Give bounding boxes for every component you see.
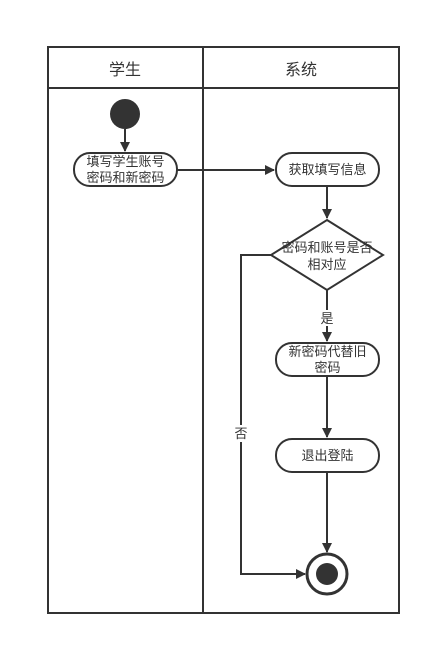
lane-title-student: 学生 [109,60,141,79]
decision-label-line1: 密码和账号是否 [281,240,372,256]
yes-label-bg [318,310,336,326]
action-replace-password [275,342,380,377]
no-label-bg [232,425,250,442]
decision-label-line2: 相对应 [307,257,346,273]
end-node-core [316,563,338,585]
action-fill-account [73,152,178,187]
edge-decision-no [240,254,306,579]
action-logout [275,438,380,473]
action-logout-label: 退出登陆 [301,448,353,464]
swimlane-frame [47,46,400,614]
action-get-info-label: 获取填写信息 [288,162,366,178]
decision-account-match [269,218,385,292]
start-node [110,99,140,129]
edge-label-no: 否 [234,427,247,442]
action-fill-account-line2: 密码和新密码 [86,170,164,186]
edge-label-yes: 是 [320,312,333,327]
action-fill-account-line1: 填写学生账号 [86,154,164,170]
action-get-info [275,152,380,187]
action-replace-password-line2: 密码 [314,360,340,376]
action-replace-password-line1: 新密码代替旧 [288,344,366,360]
lane-title-system: 系统 [285,60,317,79]
